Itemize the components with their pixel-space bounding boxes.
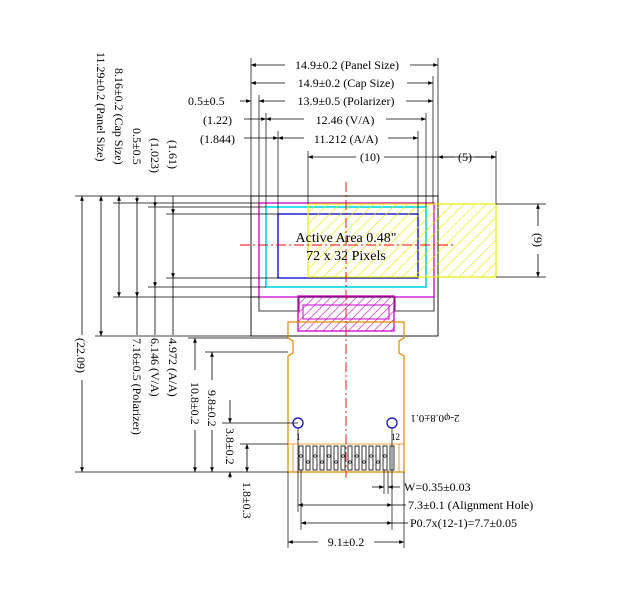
left-cap-size: 8.16±0.2 (Cap Size) <box>112 68 126 165</box>
left-panel-size: 11.29±0.2 (Panel Size) <box>94 52 108 161</box>
top-panel-size: 14.9±0.2 (Panel Size) <box>295 58 399 72</box>
bottom-extension-lines <box>287 428 405 548</box>
active-area-title: Active Area 0.48" <box>296 231 397 246</box>
center-lines <box>240 182 454 478</box>
left-extension-lines <box>75 195 298 473</box>
top-extension-lines <box>250 58 497 214</box>
fpc-pins <box>298 445 395 471</box>
top-five: (5) <box>458 150 472 164</box>
left-total: (22.09) <box>74 338 88 373</box>
bottom-dimension-lines <box>288 485 408 544</box>
top-aa: 11.212 (A/A) <box>314 132 378 146</box>
right-dimension <box>496 203 546 278</box>
right-nine: (9) <box>531 233 545 247</box>
left-aa: 4.972 (A/A) <box>166 338 180 397</box>
top-va-offset: (1.22) <box>203 113 232 127</box>
left-offset-a: 0.5±0.5 <box>130 128 144 165</box>
left-fpc-a: 10.8±0.2 <box>188 382 202 425</box>
bottom-fpc-width: 9.1±0.2 <box>328 535 365 549</box>
left-fpc-d: 1.8±0.3 <box>240 482 254 519</box>
bottom-width: W=0.35±0.03 <box>404 480 471 494</box>
top-cap-size: 14.9±0.2 (Cap Size) <box>298 76 395 90</box>
top-dimension-lines <box>240 63 496 159</box>
top-va: 12.46 (V/A) <box>316 113 375 127</box>
top-polarizer: 13.9±0.5 (Polarizer) <box>298 94 395 108</box>
bottom-alignment-hole: 7.3±0.1 (Alignment Hole) <box>408 498 533 512</box>
bottom-pitch: P0.7x(12-1)=7.7±0.05 <box>410 516 517 530</box>
top-ten: (10) <box>360 150 380 164</box>
hole-label: 2-φ0.8±0.1 <box>410 412 459 424</box>
left-polarizer: 7.16±0.5 (Polarizer) <box>130 338 144 435</box>
left-offset-c: (1.61) <box>166 140 180 169</box>
left-fpc-b: 9.8±0.2 <box>205 390 219 427</box>
pin-12-label: 12 <box>391 432 400 442</box>
alignment-hole-right <box>386 417 398 429</box>
top-polarizer-offset: 0.5±0.5 <box>188 94 225 108</box>
left-va: 6.146 (V/A) <box>148 338 162 397</box>
left-offset-b: (1.023) <box>148 138 162 173</box>
left-fpc-c: 3.8±0.2 <box>223 428 237 465</box>
top-aa-offset: (1.844) <box>200 132 235 146</box>
active-area-pixels: 72 x 32 Pixels <box>306 249 386 264</box>
left-dimension-lines <box>80 196 249 478</box>
